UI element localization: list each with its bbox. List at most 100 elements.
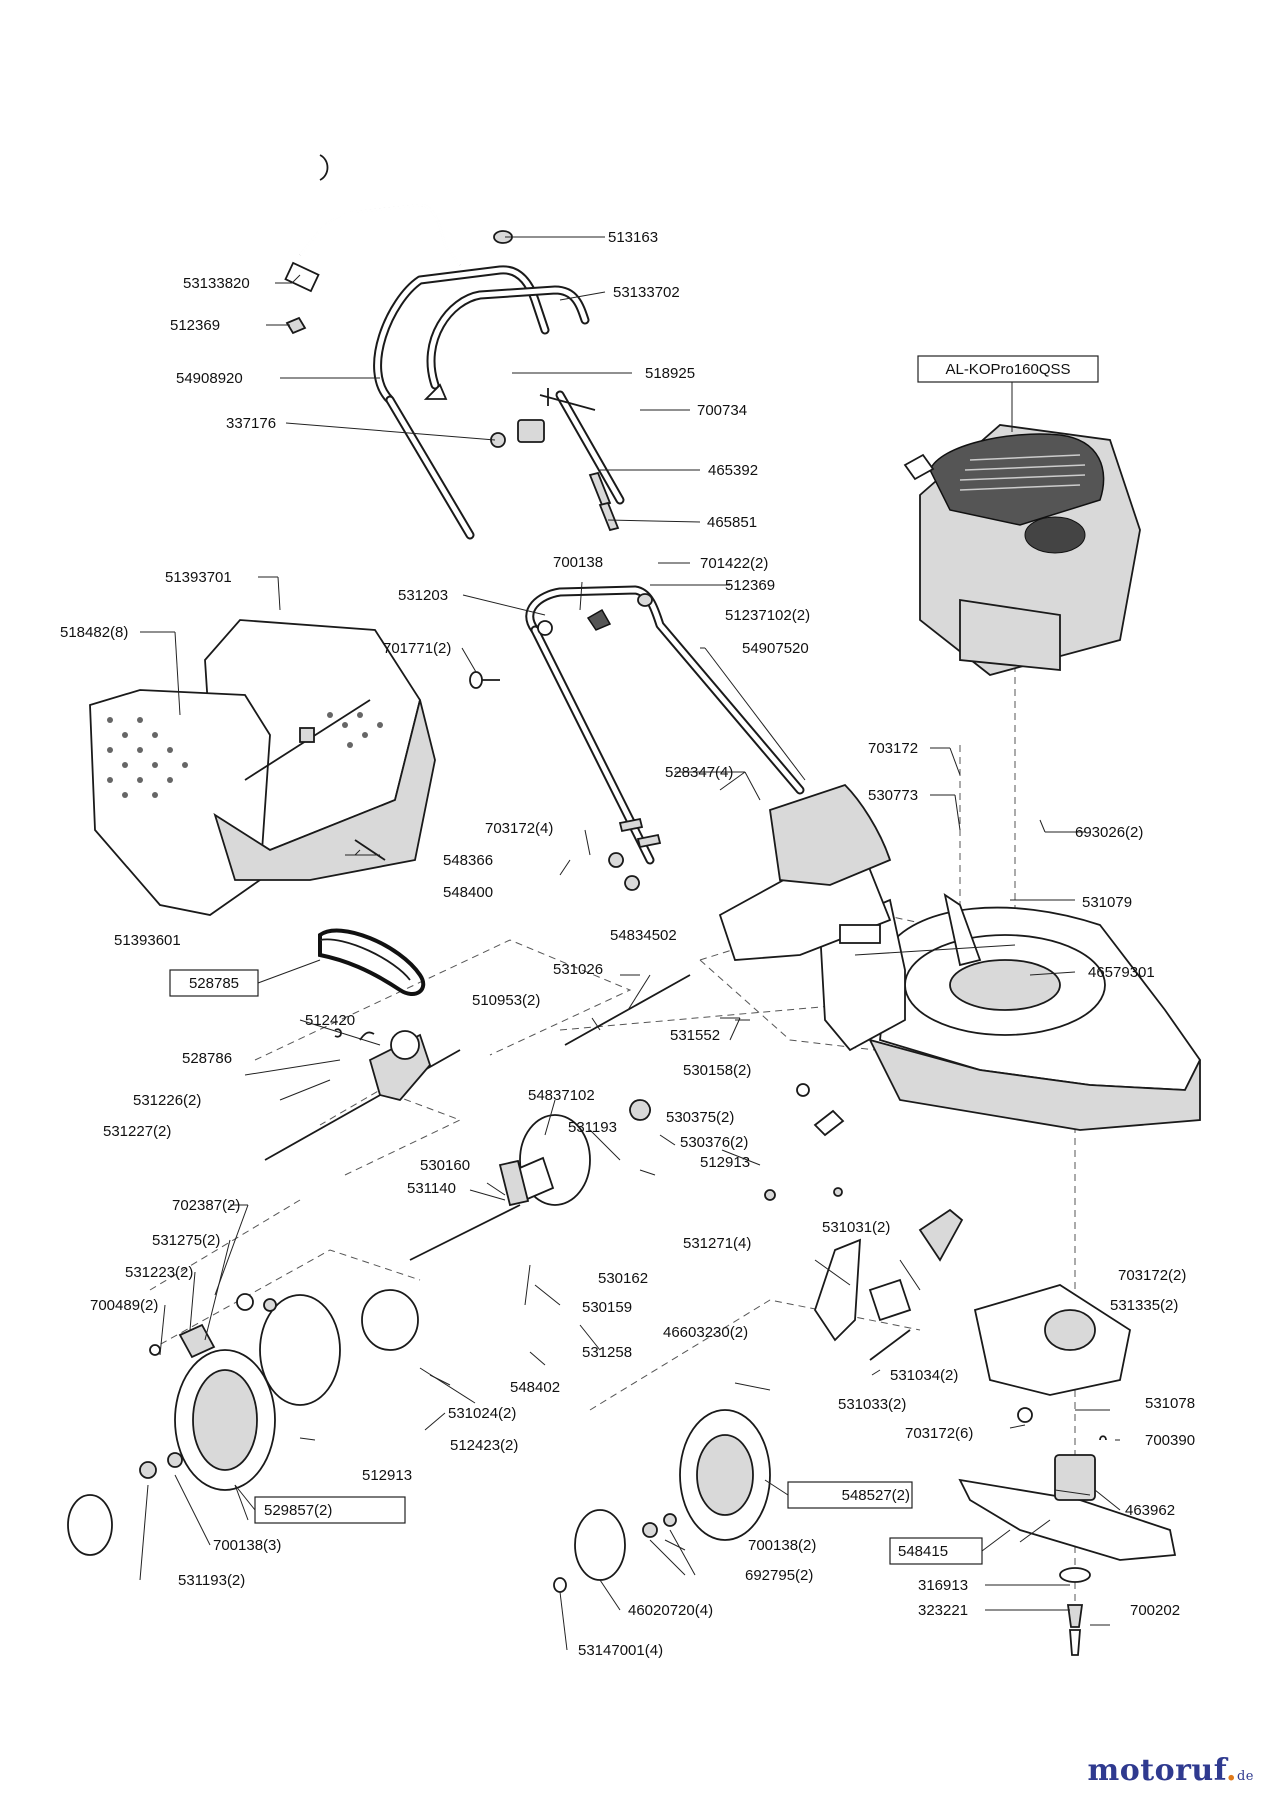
part-label: 531079: [1082, 894, 1132, 911]
part-label: 530375(2): [666, 1109, 734, 1126]
part-label: 531193(2): [178, 1572, 245, 1589]
part-label: 463962: [1125, 1502, 1175, 1519]
part-label: 54834502: [610, 927, 677, 944]
watermark-logo: motoruf.de: [1087, 1753, 1254, 1788]
part-label: 51393601: [114, 932, 181, 949]
part-label: 531275(2): [152, 1232, 220, 1249]
part-label: 700390: [1145, 1432, 1195, 1449]
part-label: 46020720(4): [628, 1602, 713, 1619]
part-label: 531335(2): [1110, 1297, 1178, 1314]
callout-leader-lines: [139, 236, 1121, 1651]
part-label: 54908920: [176, 370, 243, 387]
part-label: 512420: [305, 1012, 355, 1029]
part-label: 700138(3): [213, 1537, 281, 1554]
part-label: 510953(2): [472, 992, 540, 1009]
engine-model-box: AL-KOPro160QSS: [917, 355, 1099, 383]
grass-bag-vent-holes: [107, 712, 383, 798]
part-label: 518925: [645, 365, 695, 382]
part-label: 53133702: [613, 284, 680, 301]
rear-wheel-assembly: [67, 1289, 419, 1556]
part-label: 53147001(4): [578, 1642, 663, 1659]
part-label: 512423(2): [450, 1437, 518, 1454]
part-label: 702387(2): [172, 1197, 240, 1214]
part-label: 703172(6): [905, 1425, 973, 1442]
part-label: 530158(2): [683, 1062, 751, 1079]
part-label: 700734: [697, 402, 747, 419]
part-label: 512913: [362, 1467, 412, 1484]
boxed-label-blade: 548415: [898, 1543, 948, 1560]
part-label: 531026: [553, 961, 603, 978]
part-label: 703172(4): [485, 820, 553, 837]
part-label: 531024(2): [448, 1405, 516, 1422]
part-number-labels: 513163 53133820 53133702 512369 54908920…: [60, 229, 1195, 1659]
part-label: 531034(2): [890, 1367, 958, 1384]
rear-discharge-flap: [718, 783, 892, 961]
part-label: 693026(2): [1075, 824, 1143, 841]
part-label: 531223(2): [125, 1264, 193, 1281]
watermark-tld: de: [1236, 1769, 1254, 1784]
part-label: 531258: [582, 1344, 632, 1361]
part-label: 700202: [1130, 1602, 1180, 1619]
part-label: 531078: [1145, 1395, 1195, 1412]
part-label: 513163: [608, 229, 658, 246]
part-label: 531226(2): [133, 1092, 201, 1109]
part-label: 530773: [868, 787, 918, 804]
grass-catcher-assembly: [89, 619, 436, 916]
part-label: 701771(2): [383, 640, 451, 657]
part-label: 46579301: [1088, 964, 1155, 981]
part-label: 512369: [725, 577, 775, 594]
part-label: 53133820: [183, 275, 250, 292]
part-label: 512913: [700, 1154, 750, 1171]
part-label: 531552: [670, 1027, 720, 1044]
engine-model-label: AL-KOPro160QSS: [945, 361, 1070, 378]
part-label: 528347(4): [665, 764, 733, 781]
engine-illustration: [903, 380, 1141, 676]
part-label: 548366: [443, 852, 493, 869]
part-label: 465851: [707, 514, 757, 531]
part-label: 518482(8): [60, 624, 128, 641]
part-label: 531193: [568, 1119, 617, 1136]
boxed-part-labels: 528785 529857(2) 548527(2) 548415: [169, 959, 1011, 1565]
part-label: 703172: [868, 740, 918, 757]
part-label: 465392: [708, 462, 758, 479]
part-label: 531031(2): [822, 1219, 890, 1236]
part-label: 531271(4): [683, 1235, 751, 1252]
part-label: 323221: [918, 1602, 968, 1619]
part-label: 703172(2): [1118, 1267, 1186, 1284]
part-label: 548402: [510, 1379, 560, 1396]
part-label: 700138: [553, 554, 603, 571]
drive-belt: [318, 928, 426, 996]
boxed-label-front-wheel: 548527(2): [842, 1487, 910, 1504]
part-label: 530376(2): [680, 1134, 748, 1151]
lower-handle-assembly: [469, 585, 805, 891]
drive-axle-assembly: [264, 154, 691, 1261]
part-label: 530160: [420, 1157, 470, 1174]
part-label: 51393701: [165, 569, 232, 586]
part-label: 512369: [170, 317, 220, 334]
part-label: 54907520: [742, 640, 809, 657]
part-label: 54837102: [528, 1087, 595, 1104]
part-label: 700489(2): [90, 1297, 158, 1314]
blade-assembly: [958, 1284, 1177, 1656]
boxed-label-rear-wheel: 529857(2): [264, 1502, 332, 1519]
part-label: 337176: [226, 415, 276, 432]
part-label: 316913: [918, 1577, 968, 1594]
part-label: 528786: [182, 1050, 232, 1067]
watermark-dot: .: [1226, 1753, 1237, 1788]
part-label: 531203: [398, 587, 448, 604]
watermark-name: motoruf: [1087, 1753, 1227, 1788]
mower-deck: [819, 893, 1202, 1131]
boxed-label-belt: 528785: [189, 975, 239, 992]
part-label: 46603230(2): [663, 1324, 748, 1341]
part-label: 530159: [582, 1299, 632, 1316]
part-label: 51237102(2): [725, 607, 810, 624]
part-label: 700138(2): [748, 1537, 816, 1554]
part-label: 692795(2): [745, 1567, 813, 1584]
part-label: 531033(2): [838, 1396, 906, 1413]
part-label: 548400: [443, 884, 493, 901]
part-label: 531227(2): [103, 1123, 171, 1140]
part-label: 701422(2): [700, 555, 768, 572]
engine-cooling-fins: [959, 454, 1086, 491]
